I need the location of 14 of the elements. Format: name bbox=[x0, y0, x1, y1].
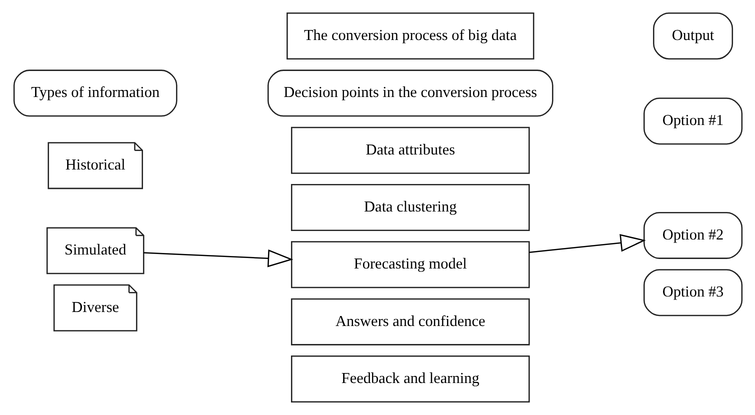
node-box: Decision points in the conversion process bbox=[267, 70, 553, 117]
node-box: Option #2 bbox=[642, 212, 742, 259]
node-box: Data attributes bbox=[290, 126, 530, 174]
node-box: Feedback and learning bbox=[290, 355, 530, 402]
node-box: Forecasting model bbox=[290, 241, 530, 288]
node-box: Option #3 bbox=[642, 269, 742, 316]
arrow bbox=[528, 234, 646, 254]
node-box: Output bbox=[652, 12, 733, 60]
node-box: Types of information bbox=[12, 70, 177, 117]
node-box: Data clustering bbox=[290, 184, 530, 231]
node-box: Answers and confidence bbox=[290, 298, 530, 346]
node-box: The conversion process of big data bbox=[286, 12, 534, 60]
node-box: Option #1 bbox=[642, 98, 742, 145]
arrow bbox=[143, 249, 293, 268]
